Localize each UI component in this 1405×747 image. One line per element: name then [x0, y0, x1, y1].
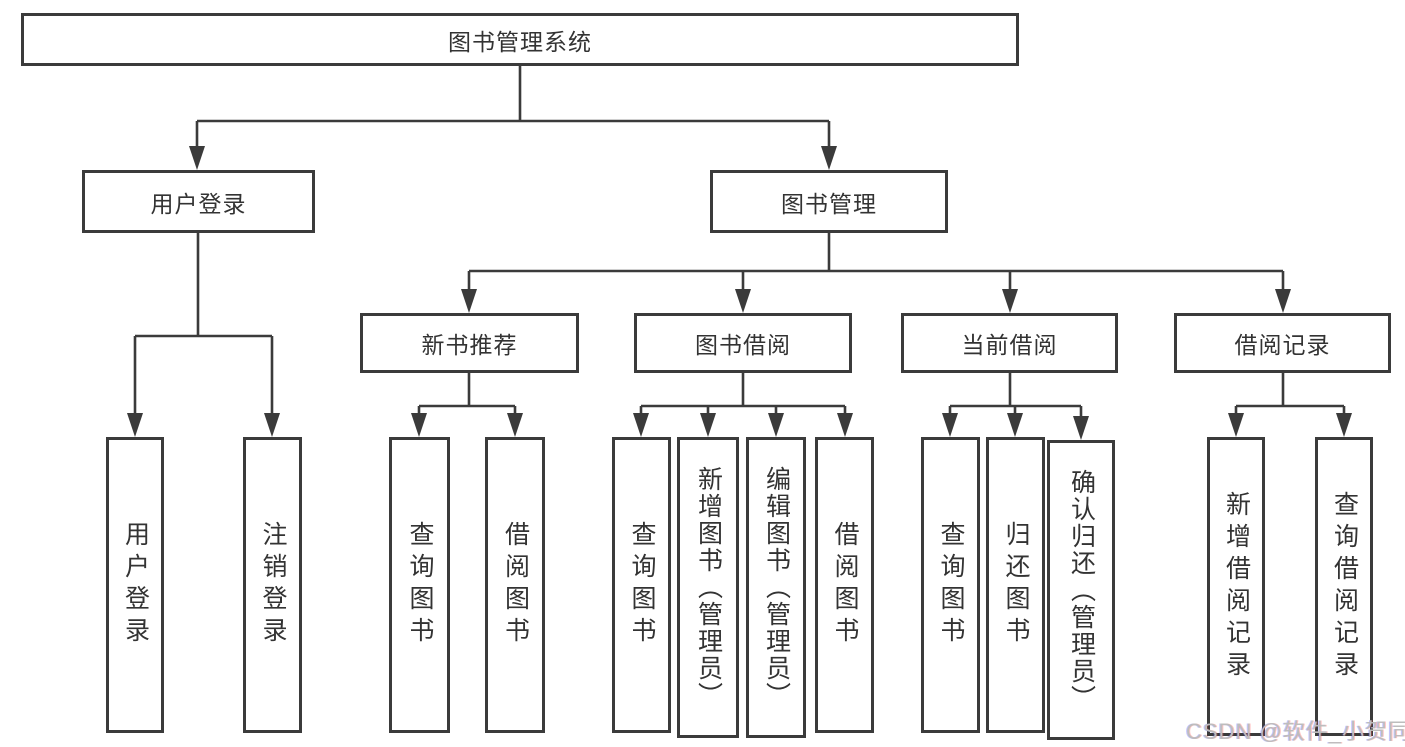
tree-lines	[133, 66, 1346, 420]
leaf-query-book-3-label: 查询图书	[937, 521, 965, 649]
leaf-user-login-label: 用户登录	[121, 521, 150, 649]
leaf-logout-label: 注销登录	[259, 521, 287, 649]
node-borrow-records-label: 借阅记录	[1234, 332, 1331, 358]
node-root-label: 图书管理系统	[448, 28, 592, 55]
leaf-query-book-2-label: 查询图书	[628, 521, 656, 649]
leaf-borrow-book-1-label: 借阅图书	[501, 521, 530, 649]
leaf-query-book-2: 查询图书	[612, 437, 671, 733]
leaf-query-borrow-record-label: 查询借阅记录	[1330, 490, 1359, 683]
leaf-user-login: 用户登录	[106, 437, 164, 733]
node-book-management-label: 图书管理	[781, 190, 877, 217]
node-current-borrow: 当前借阅	[901, 313, 1118, 373]
leaf-borrow-book-1: 借阅图书	[485, 437, 545, 733]
csdn-watermark: CSDN @软件_小贺同学	[1186, 719, 1405, 744]
leaf-query-book-3: 查询图书	[921, 437, 980, 733]
node-new-book-recommend-label: 新书推荐	[421, 332, 518, 358]
node-current-borrow-label: 当前借阅	[961, 332, 1058, 358]
node-book-management: 图书管理	[710, 170, 948, 233]
leaf-add-book-admin: 新增图书（管理员）	[677, 437, 739, 738]
leaf-borrow-book-2-label: 借阅图书	[831, 521, 859, 649]
leaf-return-book: 归还图书	[986, 437, 1045, 733]
node-new-book-recommend: 新书推荐	[360, 313, 579, 373]
node-root: 图书管理系统	[21, 13, 1019, 66]
leaf-query-book-1: 查询图书	[389, 437, 450, 733]
node-user-login-label: 用户登录	[150, 190, 247, 217]
leaf-confirm-return-admin-label: 确认归还（管理员）	[1067, 468, 1096, 712]
node-book-borrow-label: 图书借阅	[695, 332, 791, 358]
leaf-edit-book-admin: 编辑图书（管理员）	[746, 437, 806, 738]
node-user-login: 用户登录	[82, 170, 315, 233]
leaf-add-book-admin-label: 新增图书（管理员）	[694, 466, 723, 709]
leaf-return-book-label: 归还图书	[1002, 521, 1030, 649]
leaf-add-borrow-record-label: 新增借阅记录	[1222, 490, 1251, 683]
node-book-borrow: 图书借阅	[634, 313, 852, 373]
arrowheads	[127, 146, 1352, 440]
leaf-query-borrow-record: 查询借阅记录	[1315, 437, 1373, 736]
node-borrow-records: 借阅记录	[1174, 313, 1391, 373]
leaf-query-book-1-label: 查询图书	[406, 521, 434, 649]
leaf-add-borrow-record: 新增借阅记录	[1207, 437, 1265, 736]
leaf-edit-book-admin-label: 编辑图书（管理员）	[762, 466, 791, 709]
leaf-logout: 注销登录	[243, 437, 302, 733]
leaf-confirm-return-admin: 确认归还（管理员）	[1047, 440, 1115, 740]
leaf-borrow-book-2: 借阅图书	[815, 437, 874, 733]
